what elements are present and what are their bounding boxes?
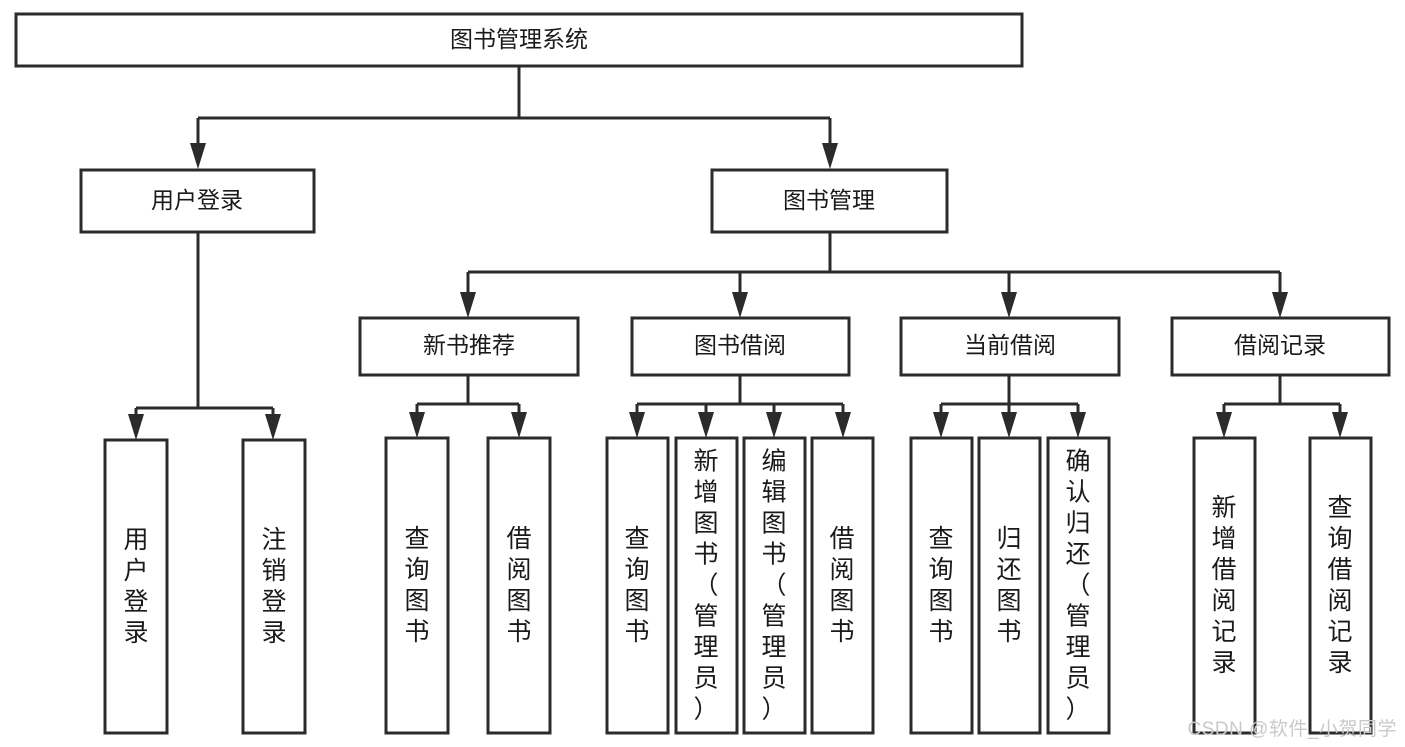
arrow-head-leaf-return-book — [1001, 412, 1017, 438]
connector-group-book-mgmt — [460, 232, 1288, 318]
node-new-book-recommend-label: 新书推荐 — [423, 332, 515, 358]
connector-group-user-login — [128, 232, 281, 440]
leaf-node-logout-label: 注销登录 — [261, 526, 286, 647]
leaf-node-add-borrow-record-label: 新增借阅记录 — [1211, 494, 1236, 677]
node-book-borrow-label: 图书借阅 — [694, 332, 786, 358]
arrow-head-book-borrow — [732, 292, 748, 318]
node-user-login-box — [79, 168, 316, 234]
leaf-node-query-book-borrow-label: 查询图书 — [624, 525, 649, 646]
arrow-head-new-book — [460, 292, 476, 318]
node-borrow-record[interactable]: 借阅记录 — [1170, 316, 1391, 377]
node-current-borrow-label: 当前借阅 — [964, 332, 1056, 358]
connector-group-borrow-record — [1216, 375, 1348, 438]
node-user-login-label: 用户登录 — [151, 187, 243, 213]
leaf-node-user-login-box — [103, 438, 169, 735]
connector-group-new-book — [409, 375, 527, 438]
leaf-node-borrow-book-label: 借阅图书 — [829, 525, 854, 646]
leaf-node-confirm-return[interactable]: 确认归还（管理员） — [1046, 436, 1111, 735]
leaf-node-query-book-borrow-box — [605, 436, 670, 735]
leaf-node-borrow-book-recommend[interactable]: 借阅图书 — [486, 436, 552, 735]
arrow-head-user-login — [190, 143, 206, 169]
leaf-node-query-book-current[interactable]: 查询图书 — [909, 436, 974, 735]
leaf-node-logout-box — [241, 438, 307, 735]
node-book-borrow-box — [630, 316, 851, 377]
arrow-head-leaf-user-login — [128, 414, 144, 440]
leaf-node-add-book-box — [674, 436, 739, 735]
leaf-node-user-login-label: 用户登录 — [123, 526, 148, 647]
leaf-node-return-book-box — [977, 436, 1042, 735]
leaf-node-query-book-current-label: 查询图书 — [928, 525, 953, 646]
leaf-node-query-book-recommend-label: 查询图书 — [404, 525, 429, 646]
leaf-node-add-borrow-record-box — [1192, 436, 1257, 735]
arrow-head-leaf-query-book-3 — [933, 412, 949, 438]
arrow-head-borrow-record — [1272, 292, 1288, 318]
leaf-node-borrow-book-recommend-label: 借阅图书 — [506, 525, 531, 646]
arrow-head-leaf-borrow-book-2 — [835, 412, 851, 438]
arrow-head-leaf-add-record — [1216, 412, 1232, 438]
node-current-borrow[interactable]: 当前借阅 — [899, 316, 1121, 377]
node-user-login[interactable]: 用户登录 — [79, 168, 316, 234]
leaf-node-query-book-recommend[interactable]: 查询图书 — [384, 436, 450, 735]
node-new-book-recommend[interactable]: 新书推荐 — [358, 316, 580, 377]
leaf-node-user-login[interactable]: 用户登录 — [103, 438, 169, 735]
leaf-node-borrow-book-box — [810, 436, 875, 735]
node-book-management-box — [710, 168, 949, 234]
leaf-node-add-book-label: 新增图书（管理员） — [693, 448, 718, 724]
connector-group-root — [190, 66, 838, 169]
leaf-node-confirm-return-box — [1046, 436, 1111, 735]
arrow-head-leaf-add-book — [698, 412, 714, 438]
arrow-head-leaf-edit-book — [766, 412, 782, 438]
node-borrow-record-box — [1170, 316, 1391, 377]
leaf-node-query-book-borrow[interactable]: 查询图书 — [605, 436, 670, 735]
arrow-head-leaf-confirm-return — [1070, 412, 1086, 438]
node-book-management-label: 图书管理 — [783, 187, 875, 213]
node-new-book-recommend-box — [358, 316, 580, 377]
connector-group-book-borrow — [629, 375, 851, 438]
leaf-node-borrow-book[interactable]: 借阅图书 — [810, 436, 875, 735]
node-book-borrow[interactable]: 图书借阅 — [630, 316, 851, 377]
node-root-system-label: 图书管理系统 — [450, 26, 588, 52]
arrow-head-leaf-query-book-2 — [629, 412, 645, 438]
leaf-node-edit-book[interactable]: 编辑图书（管理员） — [742, 436, 807, 735]
arrow-head-leaf-query-book-1 — [409, 412, 425, 438]
leaf-node-query-borrow-record[interactable]: 查询借阅记录 — [1308, 436, 1373, 735]
leaf-node-borrow-book-recommend-box — [486, 436, 552, 735]
node-borrow-record-label: 借阅记录 — [1234, 332, 1326, 358]
node-book-management[interactable]: 图书管理 — [710, 168, 949, 234]
node-current-borrow-box — [899, 316, 1121, 377]
leaf-node-logout[interactable]: 注销登录 — [241, 438, 307, 735]
arrow-head-leaf-borrow-book-1 — [511, 412, 527, 438]
connector-group-current-borrow — [933, 375, 1086, 438]
arrow-head-current-borrow — [1001, 292, 1017, 318]
arrow-head-leaf-logout — [265, 414, 281, 440]
leaf-node-return-book-label: 归还图书 — [996, 525, 1021, 646]
leaf-node-add-book[interactable]: 新增图书（管理员） — [674, 436, 739, 735]
leaf-node-edit-book-label: 编辑图书（管理员） — [761, 448, 786, 724]
leaf-node-add-borrow-record[interactable]: 新增借阅记录 — [1192, 436, 1257, 735]
node-root-system[interactable]: 图书管理系统 — [14, 12, 1024, 68]
leaf-node-edit-book-box — [742, 436, 807, 735]
leaf-node-query-borrow-record-box — [1308, 436, 1373, 735]
leaf-node-query-borrow-record-label: 查询借阅记录 — [1327, 494, 1352, 677]
leaf-node-confirm-return-label: 确认归还（管理员） — [1065, 448, 1090, 724]
node-root-system-box — [14, 12, 1024, 68]
leaf-node-query-book-recommend-box — [384, 436, 450, 735]
leaf-node-return-book[interactable]: 归还图书 — [977, 436, 1042, 735]
arrow-head-book-mgmt — [822, 143, 838, 169]
arrow-head-leaf-query-record — [1332, 412, 1348, 438]
leaf-node-query-book-current-box — [909, 436, 974, 735]
